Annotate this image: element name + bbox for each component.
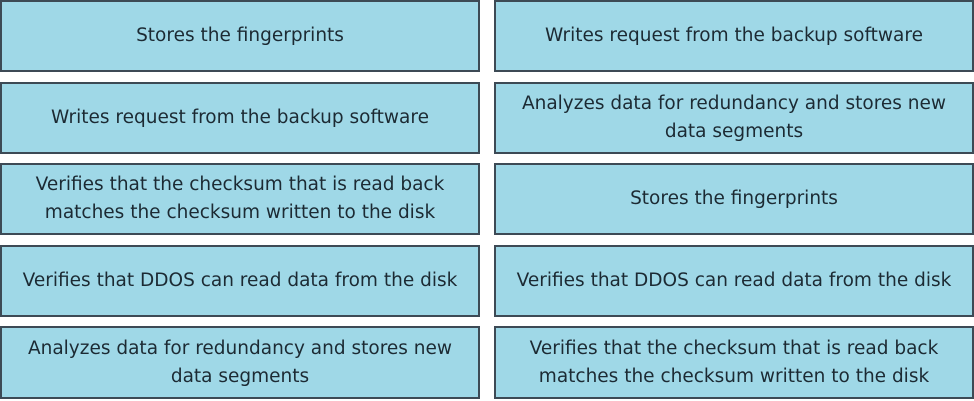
left-item[interactable]: Verifies that DDOS can read data from th…	[0, 245, 480, 317]
left-item[interactable]: Writes request from the backup software	[0, 82, 480, 154]
left-item[interactable]: Verifies that the checksum that is read …	[0, 163, 480, 235]
right-item[interactable]: Stores the fingerprints	[494, 163, 974, 235]
right-item[interactable]: Verifies that the checksum that is read …	[494, 326, 974, 399]
right-item[interactable]: Analyzes data for redundancy and stores …	[494, 82, 974, 154]
right-item[interactable]: Writes request from the backup software	[494, 0, 974, 72]
left-item[interactable]: Stores the fingerprints	[0, 0, 480, 72]
right-item[interactable]: Verifies that DDOS can read data from th…	[494, 245, 974, 317]
left-item[interactable]: Analyzes data for redundancy and stores …	[0, 326, 480, 399]
